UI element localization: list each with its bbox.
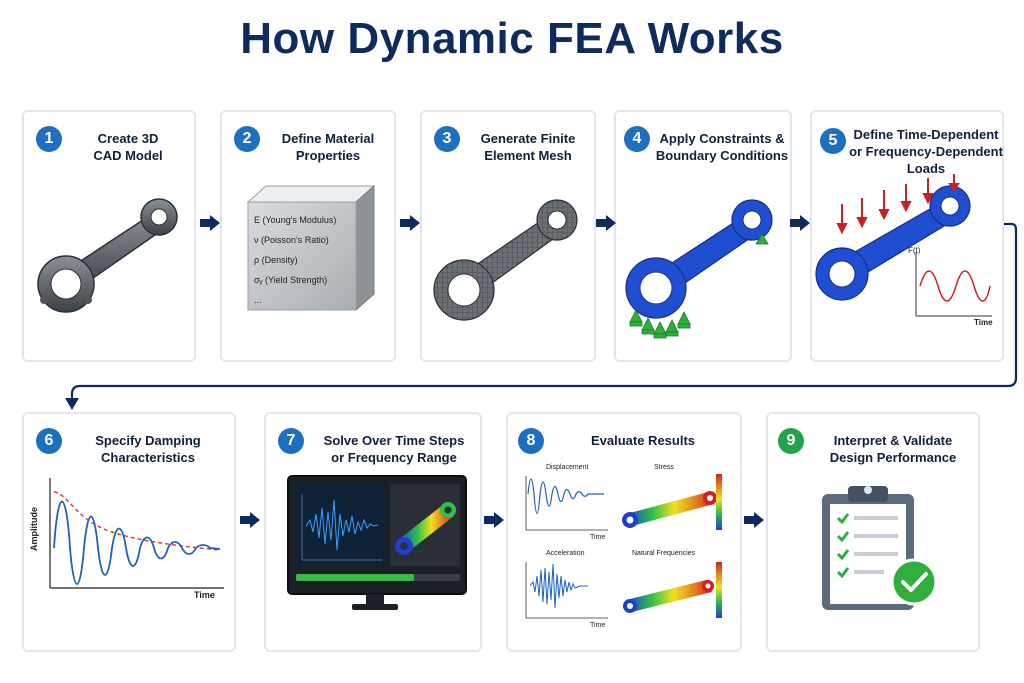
damping-chart-ylabel: Amplitude: [29, 507, 39, 551]
step-title: Evaluate Results: [590, 433, 696, 448]
solver-monitor-icon: [287, 475, 467, 610]
time-axis-label: Time: [590, 534, 605, 541]
step-number-badge: 1: [36, 126, 62, 152]
damping-chart: [49, 478, 224, 589]
step-card-8: 8 Evaluate Results Displacement Stress A…: [506, 412, 742, 652]
acceleration-label: Acceleration: [546, 550, 585, 557]
load-time-chart: [915, 252, 992, 317]
step-number-badge: 4: [624, 126, 650, 152]
natural-frequencies-label: Natural Frequencies: [632, 550, 696, 557]
load-arrow-icon: [836, 174, 960, 235]
page-title: How Dynamic FEA Works: [240, 14, 784, 63]
step-number-badge: 5: [820, 128, 846, 154]
load-chart-xlabel: Time: [974, 318, 993, 327]
damping-chart-xlabel: Time: [194, 590, 215, 600]
row-connector-arrow: [65, 222, 1018, 410]
step-card-4: 4 Apply Constraints &Boundary Conditions: [614, 110, 792, 362]
step-title: Apply Constraints &Boundary Conditions: [655, 131, 789, 163]
constraint-support-icon: [629, 233, 769, 339]
step-number-badge: 2: [234, 126, 260, 152]
clipboard-checklist-icon: [822, 486, 938, 610]
cad-connecting-rod-icon: [37, 198, 178, 313]
arrow-right-icon: [484, 512, 504, 528]
step-number-badge: 7: [278, 428, 304, 454]
step-number-badge: 6: [36, 428, 62, 454]
arrow-right-icon: [596, 215, 616, 231]
step-number-badge: 8: [518, 428, 544, 454]
results-panel: Time Time: [525, 474, 722, 629]
arrow-right-icon: [200, 215, 220, 231]
arrow-right-icon: [240, 512, 260, 528]
load-chart-ylabel: F(t): [908, 246, 921, 255]
mesh-model-icon: [433, 199, 578, 321]
arrow-right-icon: [744, 512, 764, 528]
material-cube-icon: [246, 184, 376, 312]
material-property-list: E (Young's Modulus) ν (Poisson's Ratio) …: [254, 215, 337, 305]
arrow-right-icon: [400, 215, 420, 231]
stress-label: Stress: [654, 464, 674, 471]
arrow-right-icon: [790, 215, 810, 231]
displacement-label: Displacement: [546, 464, 589, 471]
constrained-model-icon: [625, 199, 773, 339]
time-axis-label: Time: [590, 622, 605, 629]
loaded-model-icon: [815, 174, 992, 317]
step-number-badge: 3: [434, 126, 460, 152]
step-number-badge: 9: [778, 428, 804, 454]
